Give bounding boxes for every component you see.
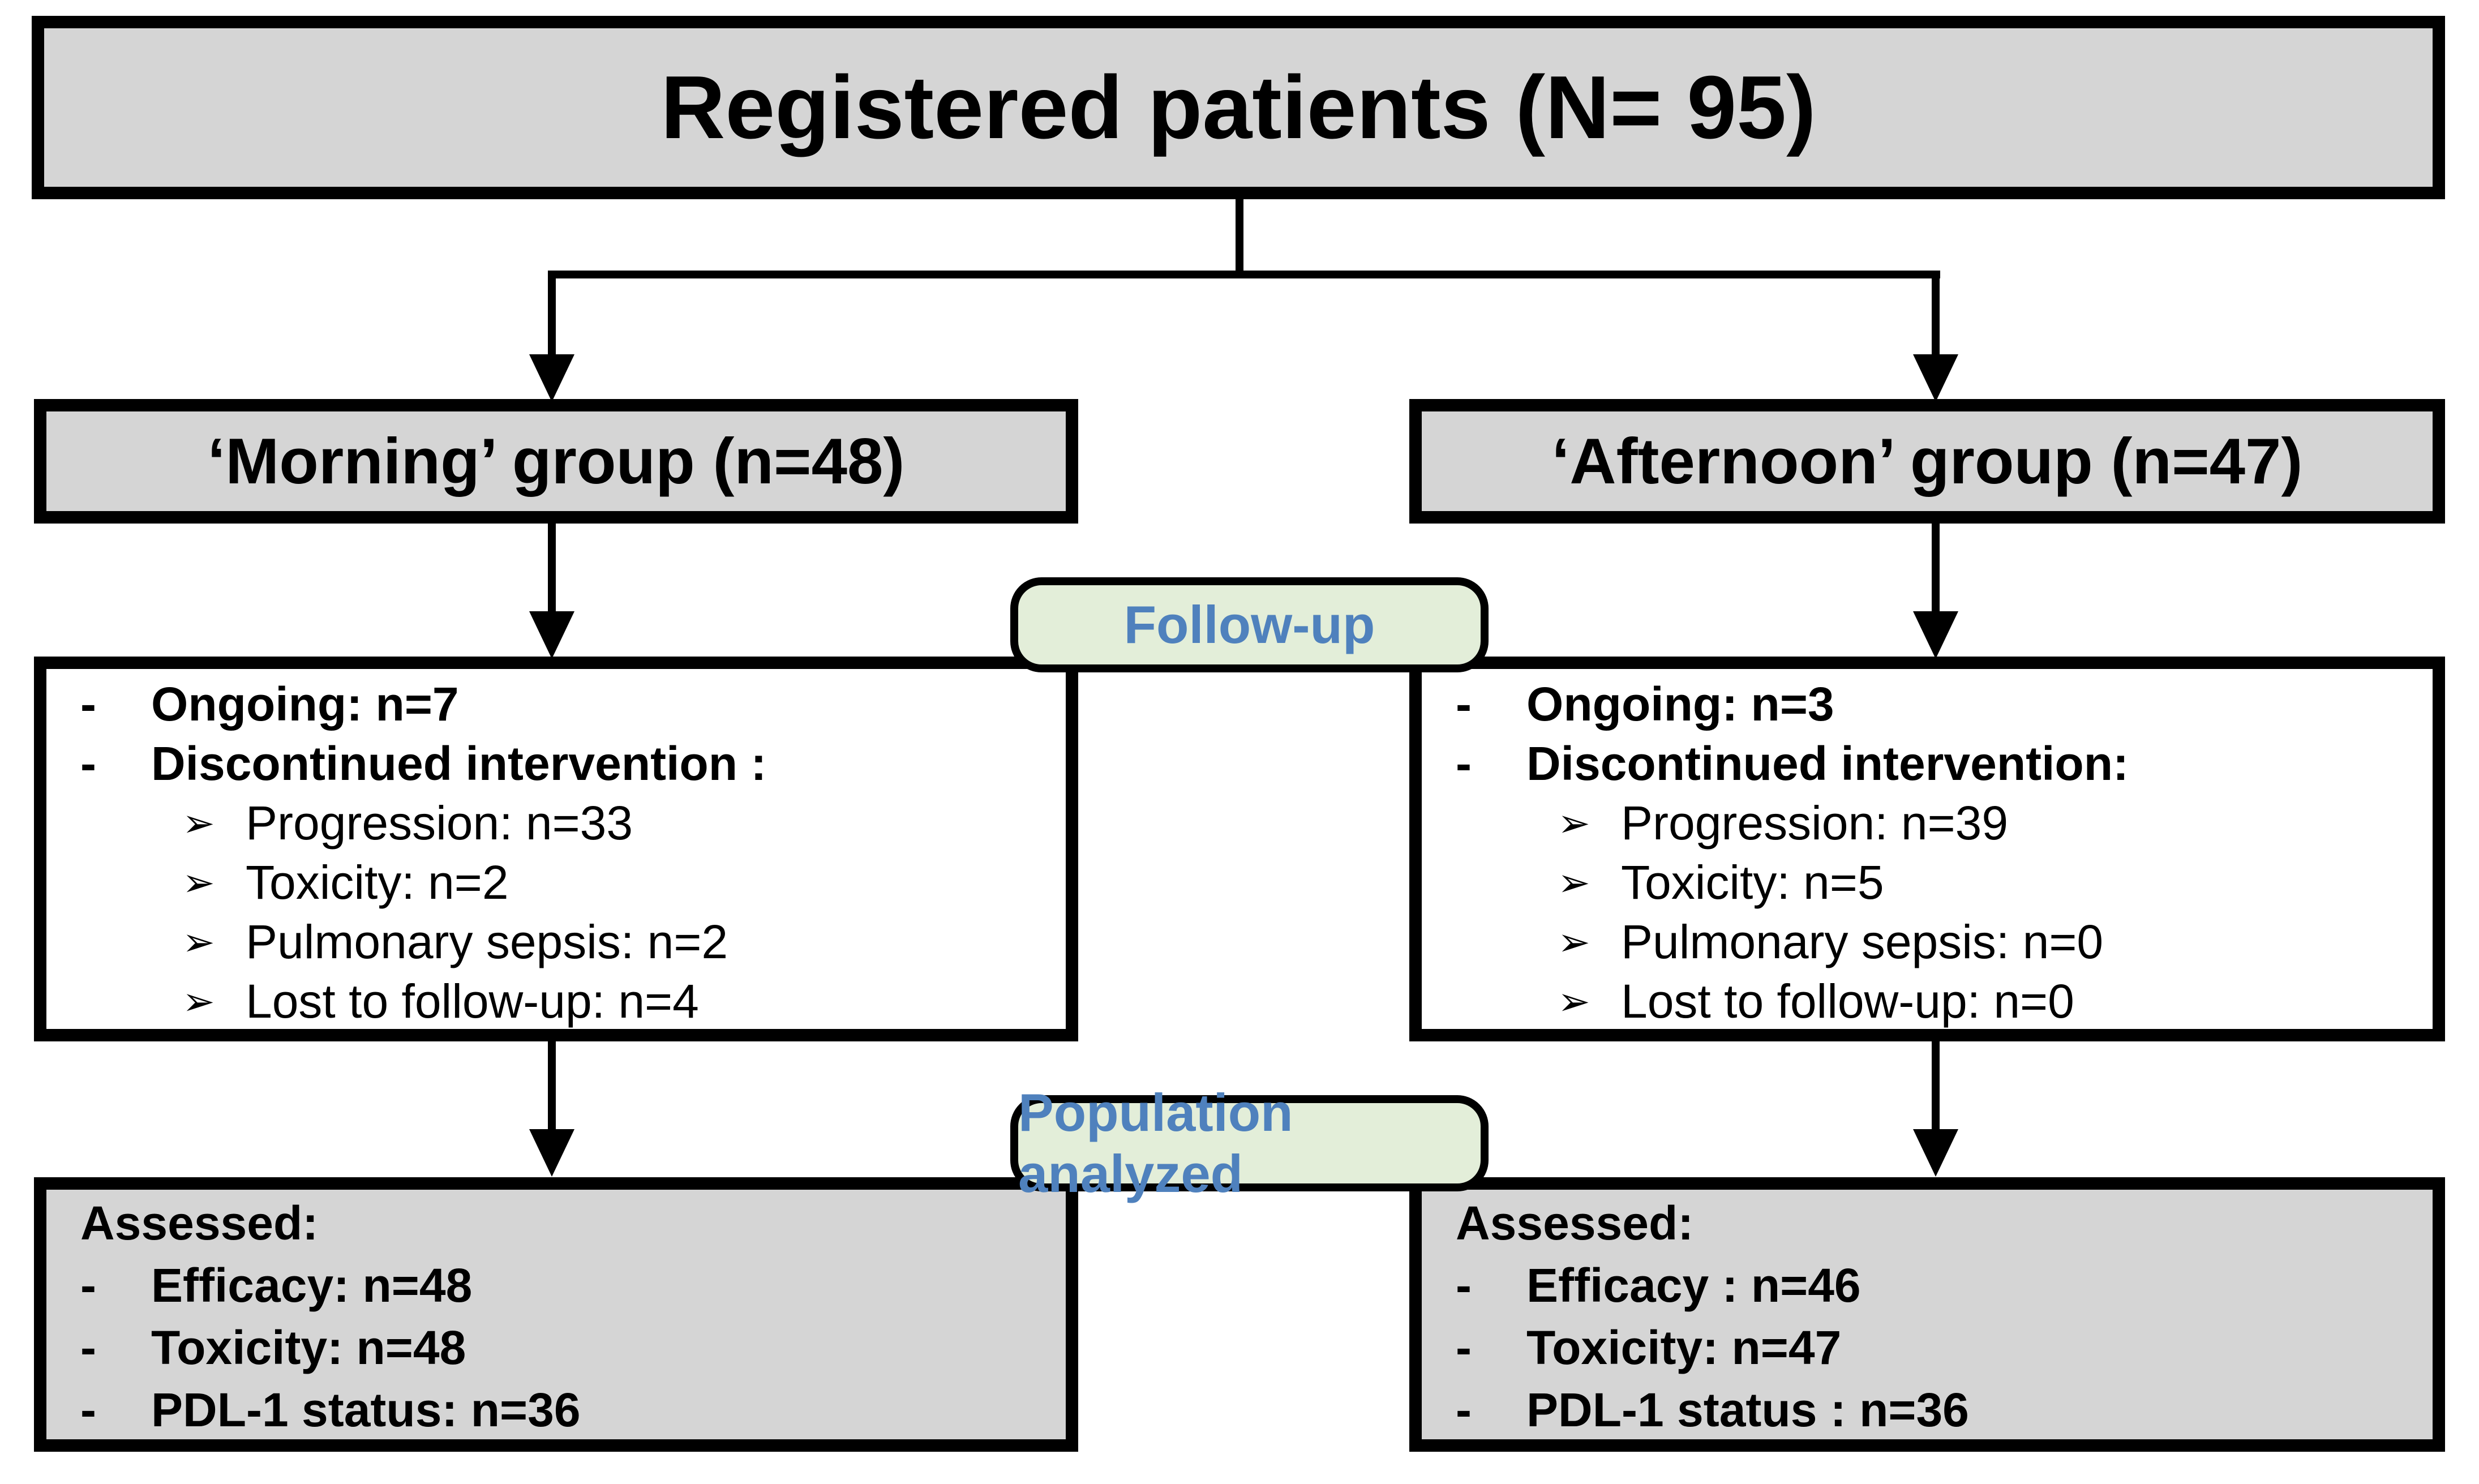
list-item: - Ongoing: n=7	[80, 675, 1049, 734]
list-item: ➢ Pulmonary sepsis: n=2	[80, 912, 1049, 972]
morning-group-label: ‘Morning’ group (n=48)	[207, 425, 905, 497]
list-item: ➢ Lost to follow-up: n=4	[80, 972, 1049, 1031]
afternoon-analyzed-box: Assessed: - Efficacy : n=46 - Toxicity: …	[1409, 1177, 2445, 1452]
list-item: - Discontinued intervention :	[80, 734, 1049, 794]
dash-bullet: -	[80, 1320, 96, 1374]
list-item: ➢ Lost to follow-up: n=0	[1456, 972, 2416, 1031]
connector-left-to-followup	[548, 524, 556, 614]
list-item: - Ongoing: n=3	[1456, 675, 2416, 734]
connector-right-to-group	[1932, 271, 1940, 359]
list-item-text: Toxicity: n=5	[1621, 856, 1884, 909]
arrow-bullet-icon: ➢	[182, 920, 215, 964]
list-item-text: Toxicity: n=48	[151, 1320, 466, 1374]
morning-followup-box: - Ongoing: n=7 - Discontinued interventi…	[34, 657, 1078, 1041]
afternoon-group-label: ‘Afternoon’ group (n=47)	[1551, 425, 2303, 497]
dash-bullet: -	[1456, 1383, 1472, 1436]
connector-root-stub	[1236, 198, 1243, 278]
connector-right-to-followup	[1932, 524, 1940, 614]
list-item: - PDL-1 status : n=36	[1456, 1379, 2416, 1441]
population-analyzed-stage-label: Population analyzed	[1010, 1083, 1489, 1203]
list-item: ➢ Progression: n=39	[1456, 794, 2416, 853]
afternoon-group-box: ‘Afternoon’ group (n=47)	[1409, 399, 2445, 524]
arrow-down-icon	[1913, 354, 1958, 402]
list-item-text: Lost to follow-up: n=0	[1621, 975, 2074, 1028]
list-item-text: Progression: n=33	[246, 796, 633, 850]
arrow-bullet-icon: ➢	[182, 860, 215, 904]
arrow-bullet-icon: ➢	[1558, 860, 1590, 904]
arrow-down-icon	[529, 354, 574, 402]
list-item-text: Lost to follow-up: n=4	[246, 975, 699, 1028]
arrow-bullet-icon: ➢	[1558, 979, 1590, 1023]
list-item-text: Discontinued intervention:	[1526, 737, 2129, 790]
registered-patients-label: Registered patients (N= 95)	[661, 57, 1816, 157]
dash-bullet: -	[80, 737, 96, 790]
dash-bullet: -	[80, 1258, 96, 1312]
list-item: - Toxicity: n=47	[1456, 1316, 2416, 1379]
dash-bullet: -	[1456, 677, 1472, 731]
list-item: - Toxicity: n=48	[80, 1316, 1049, 1379]
arrow-bullet-icon: ➢	[182, 979, 215, 1023]
list-item: ➢ Toxicity: n=5	[1456, 853, 2416, 912]
dash-bullet: -	[1456, 1258, 1472, 1312]
list-item: - Discontinued intervention:	[1456, 734, 2416, 794]
afternoon-followup-box: - Ongoing: n=3 - Discontinued interventi…	[1409, 657, 2445, 1041]
list-item-text: Toxicity: n=47	[1526, 1320, 1842, 1374]
morning-analyzed-box: Assessed: - Efficacy: n=48 - Toxicity: n…	[34, 1177, 1078, 1452]
list-item-text: Progression: n=39	[1621, 796, 2009, 850]
list-item-text: Discontinued intervention :	[151, 737, 767, 790]
connector-right-to-analyzed	[1932, 1041, 1940, 1132]
list-item-text: Pulmonary sepsis: n=0	[1621, 915, 2104, 968]
list-item-text: Pulmonary sepsis: n=2	[246, 915, 728, 968]
connector-left-to-group	[548, 271, 556, 359]
dash-bullet: -	[80, 1383, 96, 1436]
population-analyzed-stage-label-text: Population analyzed	[1018, 1083, 1293, 1203]
list-item-text: Efficacy: n=48	[151, 1258, 473, 1312]
follow-up-stage-label-text: Follow-up	[1123, 595, 1375, 654]
list-item: - Efficacy: n=48	[80, 1254, 1049, 1316]
registered-patients-box: Registered patients (N= 95)	[32, 16, 2445, 199]
arrow-bullet-icon: ➢	[1558, 920, 1590, 964]
list-item-text: Ongoing: n=3	[1526, 677, 1834, 731]
connector-left-to-analyzed	[548, 1041, 556, 1132]
list-item: ➢ Progression: n=33	[80, 794, 1049, 853]
list-item: ➢ Toxicity: n=2	[80, 853, 1049, 912]
list-item: ➢ Pulmonary sepsis: n=0	[1456, 912, 2416, 972]
dash-bullet: -	[1456, 1320, 1472, 1374]
arrow-bullet-icon: ➢	[1558, 801, 1590, 845]
morning-group-box: ‘Morning’ group (n=48)	[34, 399, 1078, 524]
connector-branch-line	[548, 271, 1940, 278]
list-item-text: PDL-1 status: n=36	[151, 1383, 581, 1436]
arrow-down-icon	[1913, 611, 1958, 659]
list-item: - Efficacy : n=46	[1456, 1254, 2416, 1316]
list-item: - PDL-1 status: n=36	[80, 1379, 1049, 1441]
arrow-down-icon	[529, 611, 574, 659]
dash-bullet: -	[80, 677, 96, 731]
assessed-heading: Assessed:	[1456, 1196, 1694, 1250]
arrow-down-icon	[1913, 1129, 1958, 1177]
list-item-text: Efficacy : n=46	[1526, 1258, 1861, 1312]
arrow-down-icon	[529, 1129, 574, 1177]
list-item-text: PDL-1 status : n=36	[1526, 1383, 1969, 1436]
dash-bullet: -	[1456, 737, 1472, 790]
list-item-text: Ongoing: n=7	[151, 677, 459, 731]
assessed-heading: Assessed:	[80, 1196, 319, 1250]
list-item-text: Toxicity: n=2	[246, 856, 509, 909]
arrow-bullet-icon: ➢	[182, 801, 215, 845]
follow-up-stage-label: Follow-up	[1010, 577, 1489, 672]
